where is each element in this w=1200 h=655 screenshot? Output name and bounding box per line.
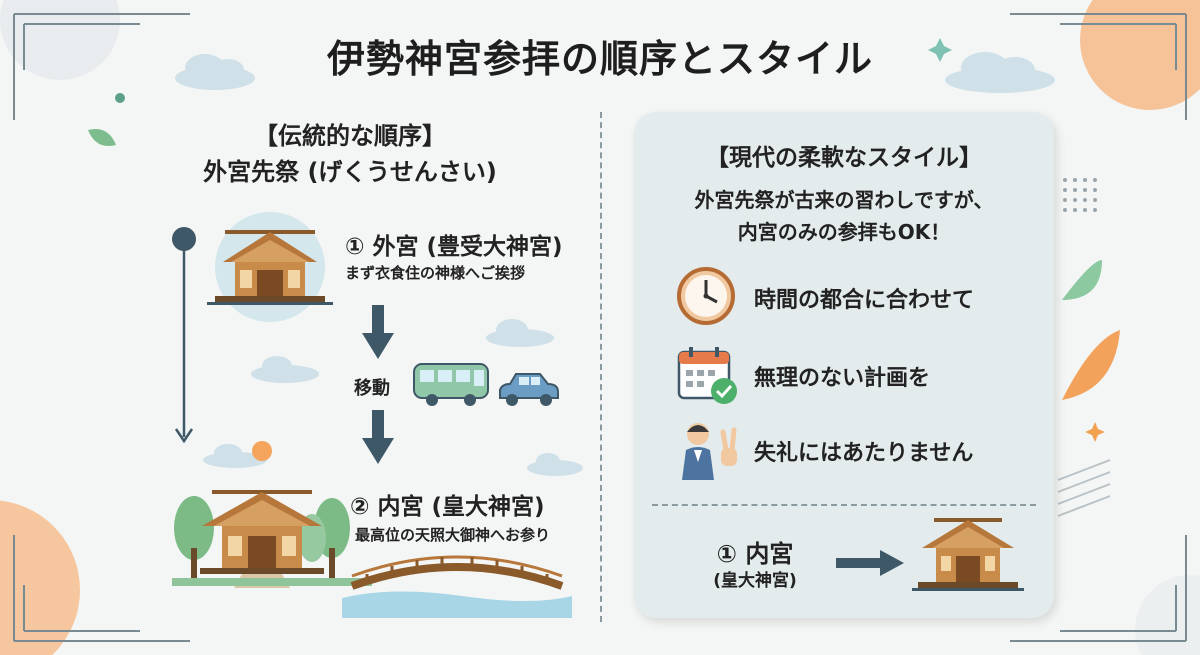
modern-intro-line2: 内宮のみの参拝もOK！ — [737, 220, 951, 244]
step1-title: ① 外宮 (豊受大神宮) — [345, 234, 563, 260]
modern-shrine-icon — [912, 518, 1024, 591]
modern-step-title: ① 内宮 — [716, 540, 794, 568]
page-title: 伊勢神宮参拝の順序とスタイル — [326, 37, 873, 81]
inner-shrine-icon — [172, 490, 572, 618]
step2-title: ② 内宮 (皇大神宮) — [350, 494, 545, 520]
outer-shrine-icon — [207, 212, 333, 322]
modern-item-1: 時間の都合に合わせて — [754, 288, 975, 313]
down-arrow-2 — [362, 410, 394, 464]
modern-step-subtitle: (皇大神宮) — [713, 571, 797, 591]
timeline-arrow — [172, 227, 196, 444]
modern-heading: 【現代の柔軟なスタイル】 — [706, 145, 982, 171]
step2-subtitle: 最高位の天照大御神へお参り — [355, 526, 551, 544]
modern-item-3: 失礼にはあたりません — [754, 441, 974, 466]
move-label: 移動 — [354, 378, 390, 399]
traditional-heading: 【伝統的な順序】 — [254, 122, 446, 150]
calendar-check-icon — [677, 347, 737, 404]
modern-intro-line1: 外宮先祭が古来の習わしですが、 — [694, 188, 994, 212]
clock-icon — [677, 267, 735, 325]
bus-icon — [413, 363, 489, 406]
bowing-person-icon — [682, 423, 737, 480]
panel-divider — [652, 504, 1036, 506]
step1-subtitle: まず衣食住の神様へご挨拶 — [345, 264, 526, 282]
car-icon — [499, 373, 559, 406]
right-arrow-icon — [836, 550, 904, 576]
modern-item-2: 無理のない計画を — [754, 366, 931, 391]
traditional-subheading: 外宮先祭 (げくうせんさい) — [203, 158, 497, 186]
section-divider — [600, 112, 602, 622]
down-arrow-1 — [362, 305, 394, 359]
